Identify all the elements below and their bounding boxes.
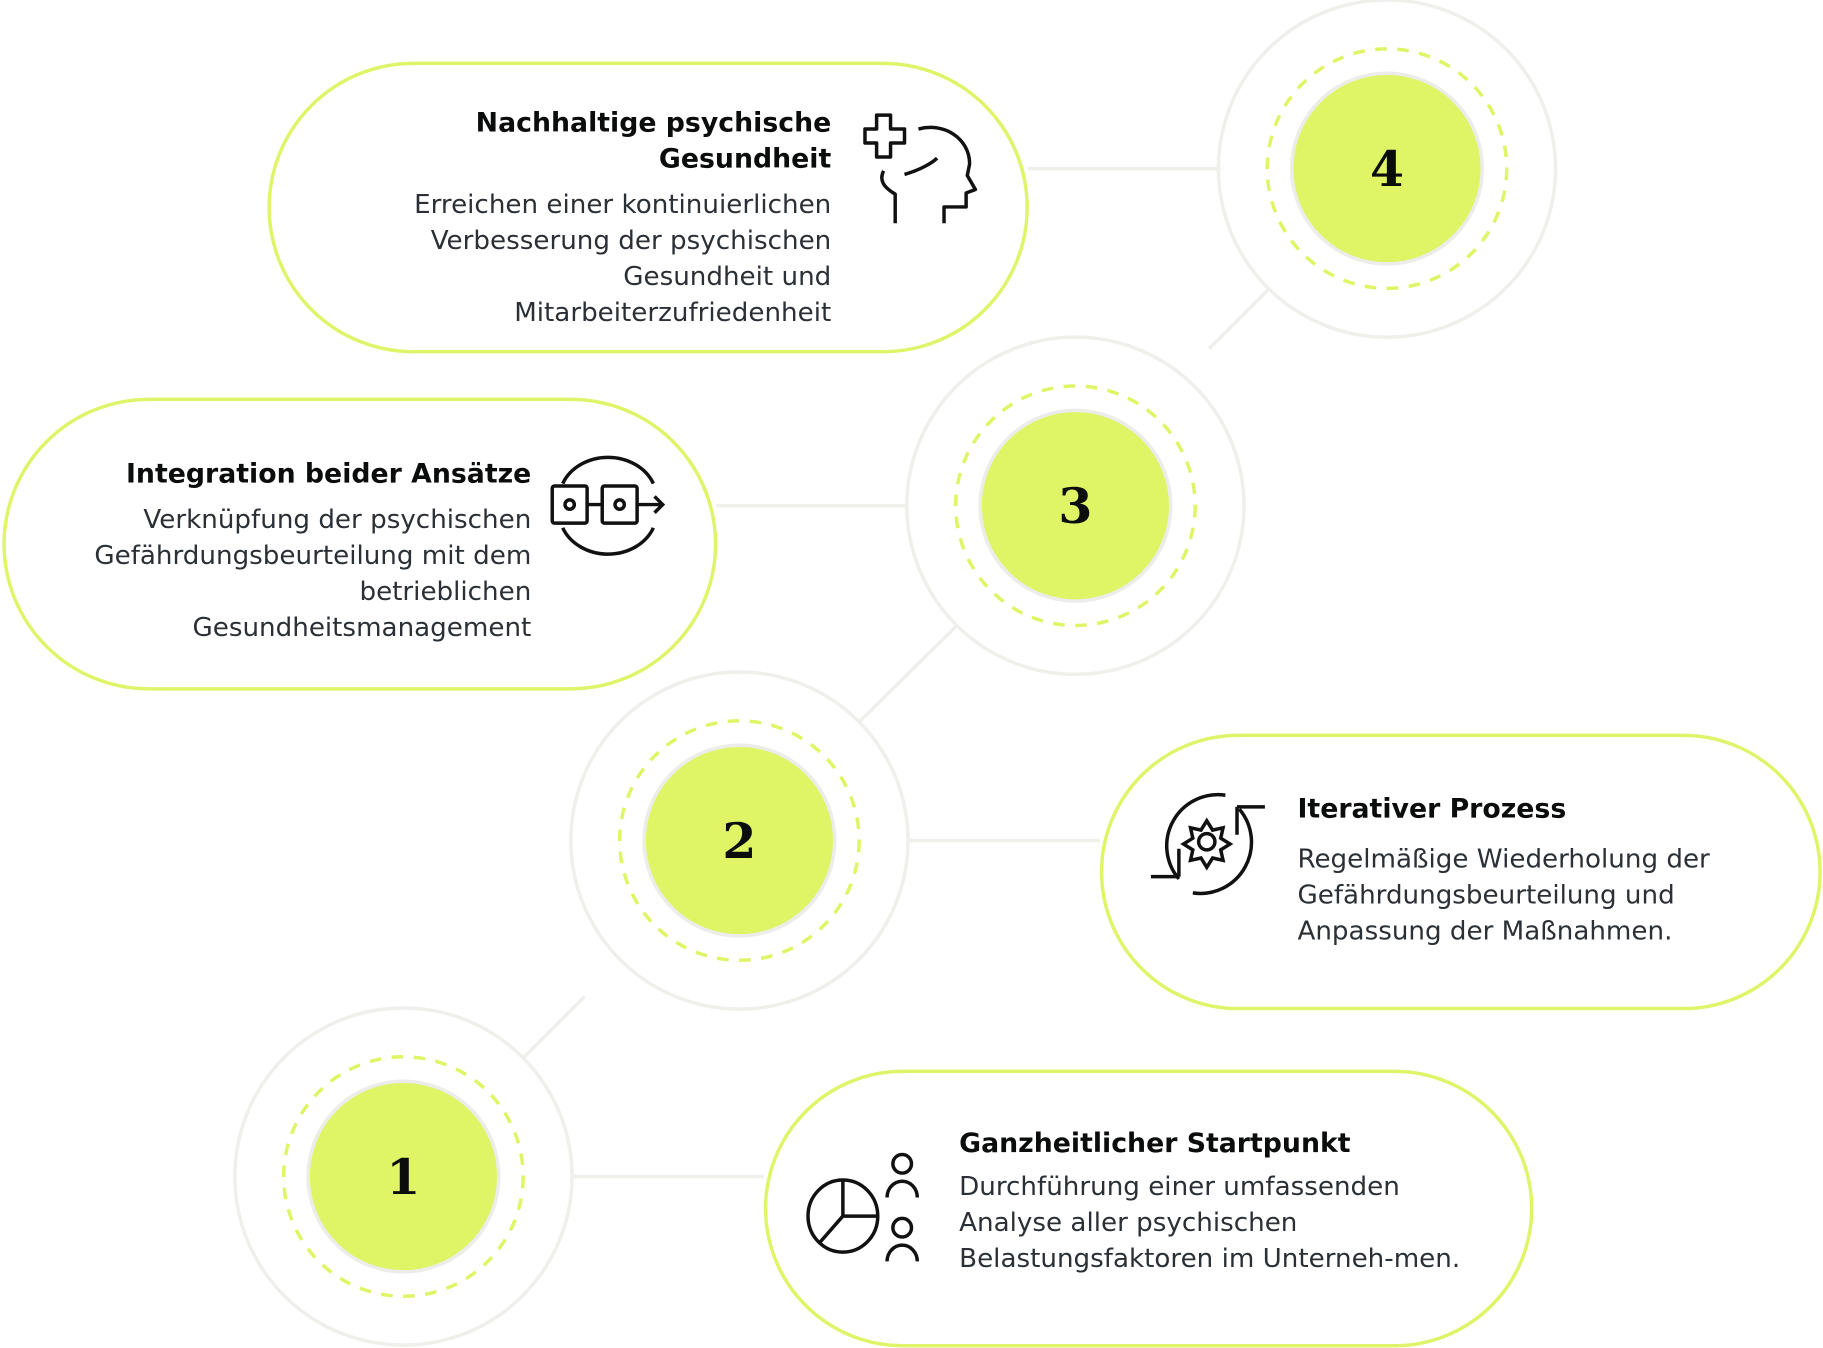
step-body-4: Erreichen einer kontinuierlichen Verbess… xyxy=(414,189,832,328)
step-title-4: Nachhaltige psychische Gesundheit xyxy=(475,108,832,175)
step-card-3 xyxy=(2,397,718,691)
tail-2 xyxy=(521,995,587,1060)
step-circle-4 xyxy=(1289,71,1485,266)
step-body-1: Durchführung einer umfassenden Analyse a… xyxy=(959,1171,1461,1275)
step-card-1 xyxy=(763,1069,1534,1348)
step-body-3: Verknüpfung der psychischen Gefährdungsb… xyxy=(94,504,532,643)
step-title-2: Iterativer Prozess xyxy=(1297,794,1567,825)
step-circle-1 xyxy=(306,1079,501,1274)
step-title-1: Ganzheitlicher Startpunkt xyxy=(959,1128,1351,1160)
tail-3 xyxy=(856,624,959,725)
step-circle-2 xyxy=(642,743,837,938)
step-body-2: Regelmäßige Wiederholung der Gefährdungs… xyxy=(1297,844,1710,947)
mental-health-head-icon xyxy=(863,113,978,224)
step-card-2 xyxy=(1099,733,1822,1011)
step-number-4: 4 xyxy=(1369,140,1404,198)
step-number-1: 1 xyxy=(386,1148,421,1206)
integration-arrows-icon xyxy=(550,455,666,556)
step-number-3: 3 xyxy=(1058,477,1093,535)
step-number-2: 2 xyxy=(722,812,757,870)
step-circle-3 xyxy=(978,408,1173,603)
gear-cycle-icon xyxy=(1150,792,1265,896)
tail-4 xyxy=(1207,287,1271,351)
step-title-3: Integration beider Ansätze xyxy=(125,459,532,490)
step-card-4 xyxy=(267,61,1029,354)
pie-chart-people-icon xyxy=(806,1152,920,1262)
